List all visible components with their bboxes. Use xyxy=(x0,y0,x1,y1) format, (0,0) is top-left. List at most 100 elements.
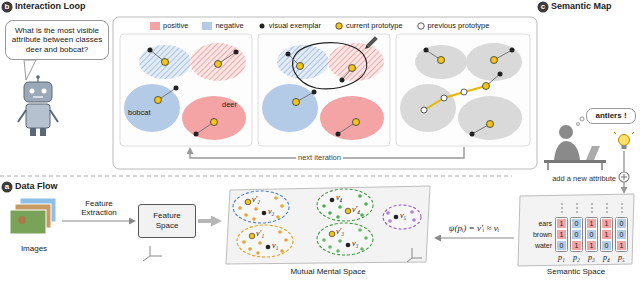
interaction-frame xyxy=(113,17,537,169)
prototype-dot xyxy=(329,231,335,237)
step-badge-outline xyxy=(2,2,13,13)
cluster-point xyxy=(254,207,258,211)
prototype-dot xyxy=(345,208,351,214)
cluster-ellipse: v′₃v₃ xyxy=(316,222,374,256)
node-text: v₂ xyxy=(268,207,274,216)
cluster-point xyxy=(244,213,248,217)
legend-text: negative xyxy=(215,21,243,30)
attribute-name: ears xyxy=(518,218,552,229)
legend-swatch xyxy=(202,22,212,30)
placeholder-dot xyxy=(606,211,608,213)
exemplar-dot xyxy=(346,243,351,248)
cluster-point xyxy=(256,251,260,255)
node-text: Mutual Mental Space xyxy=(224,266,432,277)
vector-outline xyxy=(556,218,568,252)
cluster-ellipse: v₄v′₄ xyxy=(316,188,374,222)
iteration-panel-three xyxy=(415,45,467,79)
cluster-ellipse-outline xyxy=(383,205,421,229)
section-title: Interaction Loop xyxy=(15,1,86,12)
iteration-panel-one xyxy=(162,59,169,66)
node-text: v′₁ xyxy=(256,229,264,238)
vector-cell: 1 xyxy=(601,229,612,240)
photo-thumbnail xyxy=(10,210,46,234)
cluster-point xyxy=(278,230,282,234)
legend-symbol xyxy=(417,22,425,30)
legend-symbol xyxy=(335,22,343,30)
vector-cell: 0 xyxy=(571,229,582,240)
legend-item: negative xyxy=(202,21,243,30)
prototype-label: p₅ xyxy=(614,253,629,263)
iteration-panel-one xyxy=(139,45,191,79)
flow-arrow xyxy=(441,237,514,238)
node-text: 0 xyxy=(605,242,609,249)
cluster-point xyxy=(284,238,288,242)
lightbulb-icon xyxy=(619,135,630,146)
robot-icon xyxy=(50,110,58,122)
iteration-panel-two xyxy=(349,65,356,72)
iteration-panel-two xyxy=(258,34,390,146)
legend-symbol xyxy=(417,22,423,28)
iteration-panel-three xyxy=(424,48,429,53)
legend-text: positive xyxy=(163,21,188,30)
iteration-panel-three xyxy=(498,72,503,77)
loop-label: next iteration xyxy=(296,153,343,162)
vector-cell: 1 xyxy=(586,240,597,251)
node-text: v₃ xyxy=(352,239,358,248)
placeholder-dot xyxy=(576,211,578,213)
node-text: 0 xyxy=(575,220,579,227)
iteration-panel-three xyxy=(424,48,515,137)
node-text: 1 xyxy=(605,231,609,238)
iteration-panel-three xyxy=(438,57,498,128)
cluster-point xyxy=(328,245,332,249)
iteration-panel-one xyxy=(120,34,252,146)
iteration-panel-two xyxy=(366,36,377,47)
placeholder-dot xyxy=(561,211,563,213)
node-text: b xyxy=(5,3,10,11)
person-icon xyxy=(577,123,580,126)
cluster-point xyxy=(386,211,390,215)
photo-thumbnail xyxy=(18,216,26,224)
iteration-panel-three xyxy=(458,96,522,140)
cluster-point xyxy=(388,219,392,223)
robot-icon xyxy=(30,128,36,136)
node-text: Feature Space xyxy=(143,211,191,230)
node-text: Semantic Space xyxy=(516,266,636,277)
iteration-panel-two xyxy=(320,96,384,140)
iteration-panel-two xyxy=(293,43,367,89)
legend-swatch xyxy=(150,22,160,30)
person-icon xyxy=(544,160,606,163)
node-text: v₅ xyxy=(400,211,406,220)
iteration-panel-two xyxy=(364,45,370,51)
flow-arrow xyxy=(198,219,211,223)
thought-bubble: antlers ! xyxy=(586,108,636,124)
cluster-ellipse: v₅ xyxy=(382,204,422,230)
vector-cell: 1 xyxy=(586,218,597,229)
cluster-point xyxy=(238,206,242,210)
prototype-label: p₃ xyxy=(584,253,599,263)
cluster-point xyxy=(276,215,280,219)
iteration-panel-two xyxy=(340,78,345,83)
node-text: 1 xyxy=(560,231,564,238)
vector-cell: 0 xyxy=(616,218,627,229)
axes-icon xyxy=(143,246,162,261)
robot-icon xyxy=(30,89,35,94)
iteration-panel-three xyxy=(487,121,494,128)
node-text: 1 xyxy=(590,220,594,227)
legend-text: previous prototype xyxy=(428,21,490,30)
placeholder-dot xyxy=(606,203,608,205)
node-text: a xyxy=(5,183,9,191)
iteration-panel-one xyxy=(182,96,246,140)
iteration-panel-two xyxy=(336,132,341,137)
mental-space-panel: Mutual Mental Spacev′₂v₂v₄v′₄v′₁v₁v′₃v₃v… xyxy=(224,186,432,278)
iteration-panel-two xyxy=(262,84,318,132)
iteration-panel-one xyxy=(120,34,252,146)
iteration-panel-two xyxy=(286,52,345,137)
placeholder-dot xyxy=(591,207,593,209)
prototype-label: p₂ xyxy=(569,253,584,263)
cluster-point xyxy=(322,238,326,242)
iteration-panel-two xyxy=(286,52,291,57)
iteration-panel-one xyxy=(215,61,222,68)
iteration-panel-two xyxy=(277,45,329,79)
mental-space-panel-outline xyxy=(226,186,430,264)
iteration-panel-three xyxy=(421,107,427,113)
